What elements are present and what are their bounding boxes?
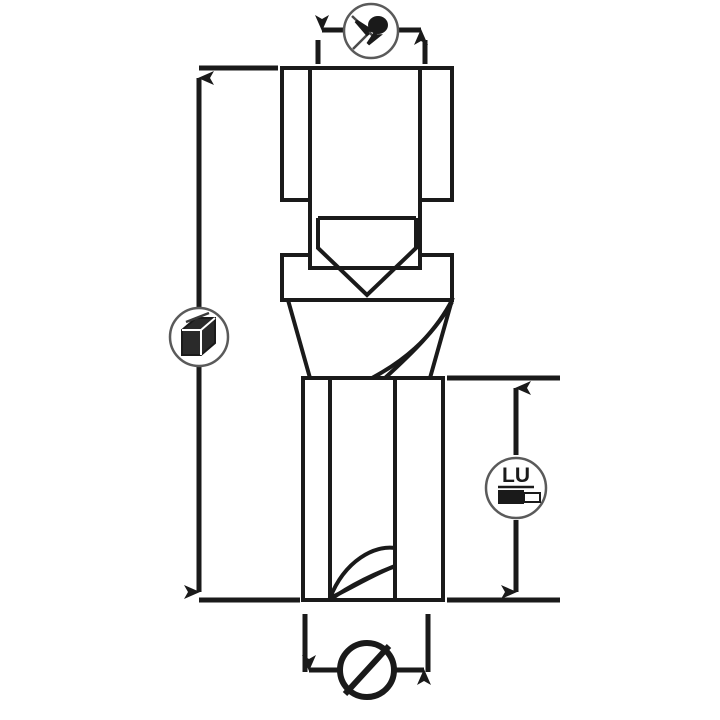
shank-icon-arrow-a <box>354 19 376 37</box>
dimension-cutting-length <box>447 375 560 603</box>
tool-body <box>280 66 455 602</box>
dimension-total-length <box>184 65 300 603</box>
cutting-length-icon-tool-body <box>498 490 524 504</box>
cutting-length-label: LU <box>502 464 530 487</box>
shank-diameter-icon <box>342 2 400 60</box>
cutting-length-icon-tool-shank <box>523 492 541 503</box>
cutting-edge <box>328 564 397 602</box>
dimension-cutting-diameter <box>302 614 431 685</box>
total-length-icon-measure-line <box>185 311 210 324</box>
total-length-block-icon <box>168 306 230 368</box>
flute-taper-curve-inner <box>371 300 454 380</box>
diameter-icon <box>337 640 397 700</box>
taper <box>285 298 455 380</box>
shank-icon-shank-body <box>368 16 388 34</box>
shank-icon-arrow-b <box>366 31 383 46</box>
diameter-icon-slash <box>342 643 392 697</box>
cutting-length-icon: LU <box>484 456 548 520</box>
chamfer-point <box>316 218 418 298</box>
